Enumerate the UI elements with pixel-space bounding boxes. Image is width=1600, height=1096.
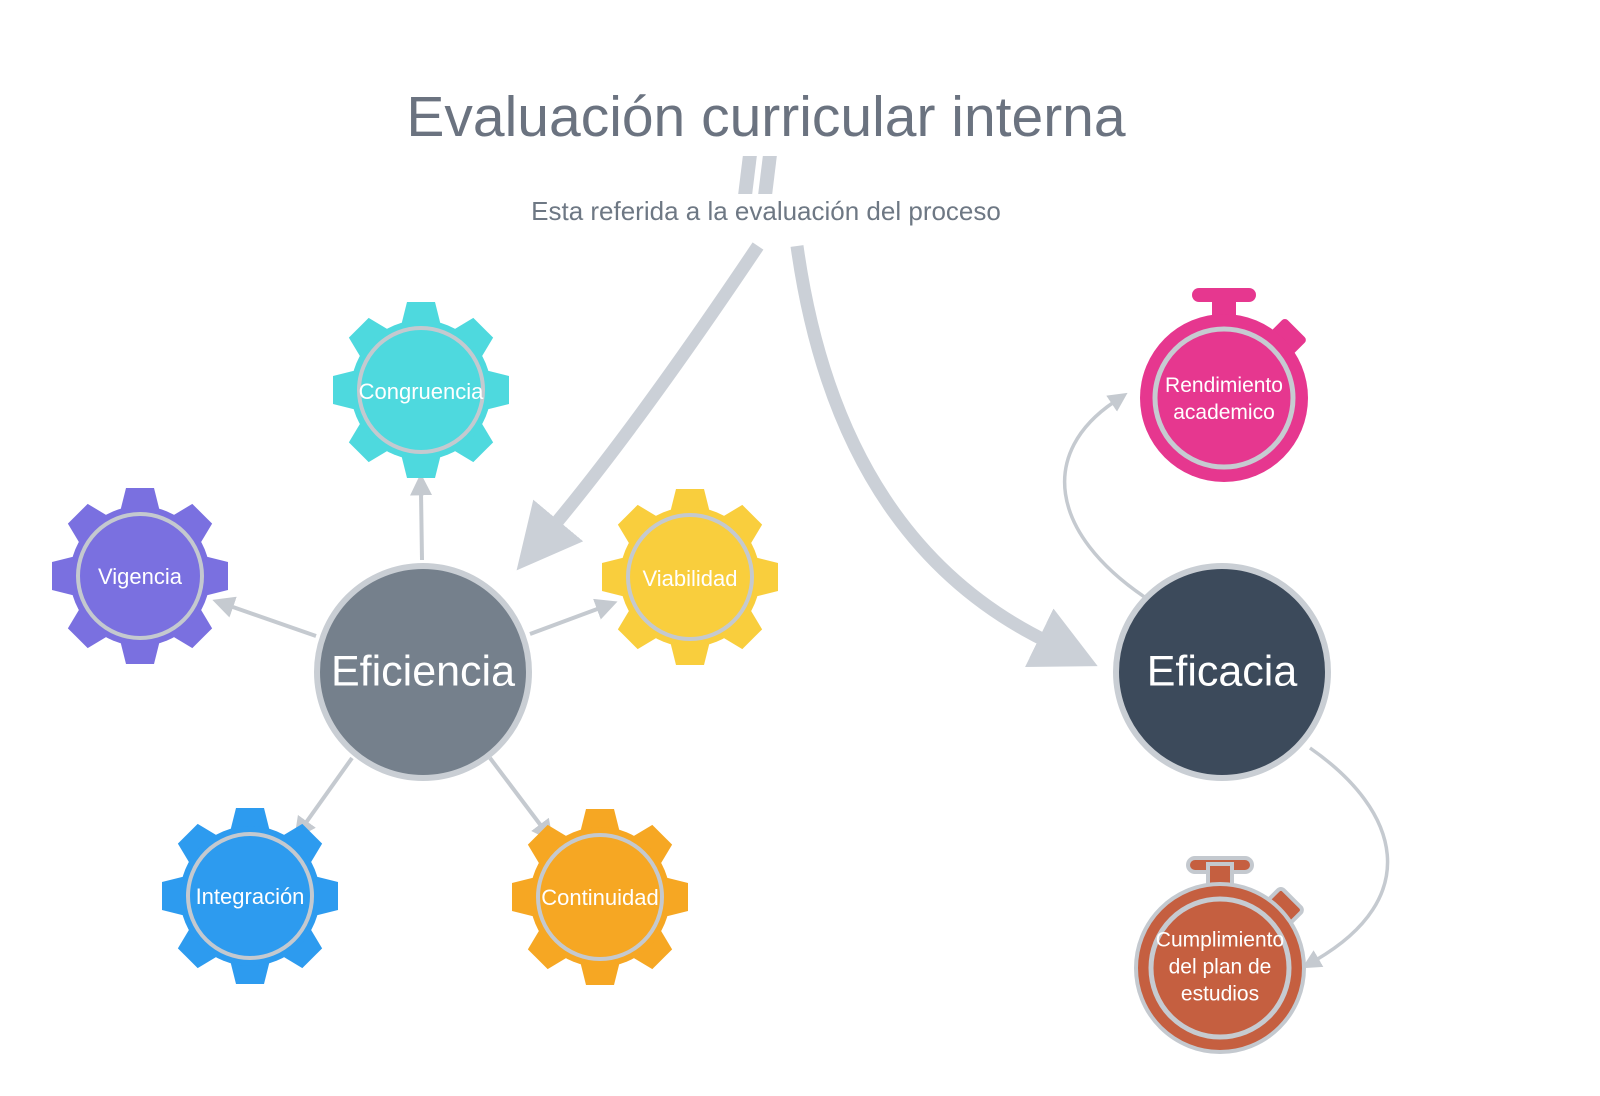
diagram-subtitle: Esta referida a la evaluación del proces… xyxy=(531,196,1001,226)
hub-eficacia-circle xyxy=(1113,563,1331,781)
arrow-to-eficacia xyxy=(790,245,1098,667)
label-congruencia: Congruencia xyxy=(358,378,484,404)
arrow-eficacia-rendimiento xyxy=(1063,392,1147,600)
arrow-eficiencia-integracion xyxy=(294,756,354,840)
arrow-eficiencia-continuidad xyxy=(488,756,554,842)
label-eficacia: Eficacia xyxy=(1146,647,1298,696)
label-integracion: Integración xyxy=(195,883,305,909)
arrow-to-eficiencia xyxy=(516,242,764,571)
arrow-eficacia-cumplimiento xyxy=(1301,746,1390,969)
label-continuidad: Continuidad xyxy=(541,884,659,910)
arrow-eficiencia-congruencia xyxy=(410,473,433,561)
label-vigencia: Vigencia xyxy=(98,563,182,589)
quote-icon xyxy=(738,156,777,194)
label-cumplimiento: Cumplimiento del plan de estudios xyxy=(1155,928,1285,1006)
label-eficiencia: Eficiencia xyxy=(330,647,516,696)
label-rendimiento: Rendimiento academico xyxy=(1165,374,1283,424)
diagram-title: Evaluación curricular interna xyxy=(406,85,1126,149)
label-viabilidad: Viabilidad xyxy=(642,565,738,591)
arrow-eficiencia-vigencia xyxy=(212,596,317,638)
arrow-eficiencia-viabilidad xyxy=(529,598,618,636)
hub-eficiencia-circle xyxy=(314,563,532,781)
